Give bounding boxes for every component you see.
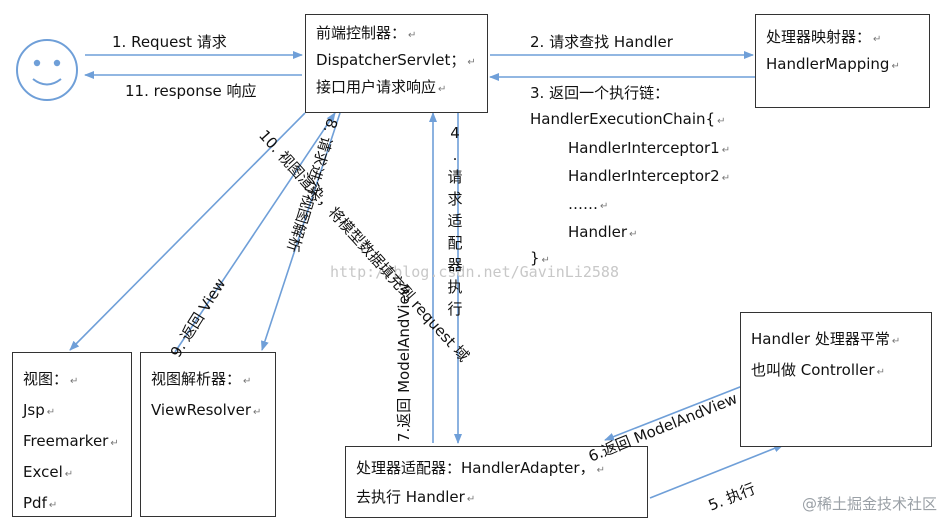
watermark-url: http://blog.csdn.net/GavinLi2588 (330, 263, 619, 281)
arrow-6-return-mav (604, 384, 746, 441)
view-excel: Excel (23, 458, 121, 489)
handler-box-line-1: Handler 处理器平常 (751, 325, 921, 356)
chain-interceptor-2: HandlerInterceptor2 (568, 167, 730, 185)
step-3-label: 3. 返回一个执行链： (530, 84, 670, 102)
handler-mapping-title: 处理器映射器： (766, 25, 919, 52)
chain-close: } (530, 249, 550, 267)
handler-box: Handler 处理器平常 也叫做 Controller (740, 312, 932, 447)
handler-mapping-class: HandlerMapping (766, 52, 919, 79)
view-resolver-box: 视图解析器： ViewResolver (140, 352, 276, 517)
chain-open: HandlerExecutionChain{ (530, 110, 725, 128)
chain-interceptor-1: HandlerInterceptor1 (568, 139, 730, 157)
front-controller-box: 前端控制器： DispatcherServlet； 接口用户请求响应 (305, 14, 488, 113)
handler-adapter-box: 处理器适配器：HandlerAdapter， 去执行 Handler (345, 446, 648, 518)
step-4-char: 请 (447, 168, 463, 186)
step-2-label: 2. 请求查找 Handler (530, 33, 673, 51)
step-1-label: 1. Request 请求 (112, 33, 227, 51)
step-4-label: 4. 请求适配器执行 (446, 122, 464, 320)
step-4-char: 求 (447, 190, 463, 208)
chain-ellipsis: …… (568, 195, 608, 213)
view-resolver-class: ViewResolver (151, 396, 265, 427)
view-resolver-title: 视图解析器： (151, 365, 265, 396)
arrow-5-execute (649, 444, 784, 499)
front-controller-desc: 接口用户请求响应 (316, 75, 477, 102)
handler-adapter-line-1: 处理器适配器：HandlerAdapter， (356, 455, 637, 484)
step-4-char: . (452, 146, 458, 164)
user-smiley-icon (16, 39, 78, 101)
arrow-10-render (69, 112, 306, 351)
handler-box-line-2: 也叫做 Controller (751, 356, 921, 387)
step-11-label: 11. response 响应 (125, 82, 257, 100)
arrow-8-resolve-view (261, 112, 341, 351)
view-freemarker: Freemarker (23, 427, 121, 458)
front-controller-class: DispatcherServlet； (316, 48, 477, 75)
view-pdf: Pdf (23, 489, 121, 520)
view-box: 视图： Jsp Freemarker Excel Pdf (12, 352, 132, 517)
step-4-char: 器 (447, 256, 463, 274)
arrow-9-return-view (174, 112, 336, 353)
handler-adapter-line-2: 去执行 Handler (356, 484, 637, 513)
chain-handler: Handler (568, 223, 637, 241)
step-4-char: 4 (450, 124, 460, 142)
view-jsp: Jsp (23, 396, 121, 427)
step-4-char: 适 (447, 212, 463, 230)
view-box-title: 视图： (23, 365, 121, 396)
step-4-char: 配 (447, 234, 463, 252)
footer-watermark: @稀土掘金技术社区 (801, 495, 937, 513)
step-4-char: 行 (447, 300, 463, 318)
handler-mapping-box: 处理器映射器： HandlerMapping (755, 14, 930, 108)
front-controller-title: 前端控制器： (316, 21, 477, 48)
step-4-char: 执 (447, 278, 463, 296)
